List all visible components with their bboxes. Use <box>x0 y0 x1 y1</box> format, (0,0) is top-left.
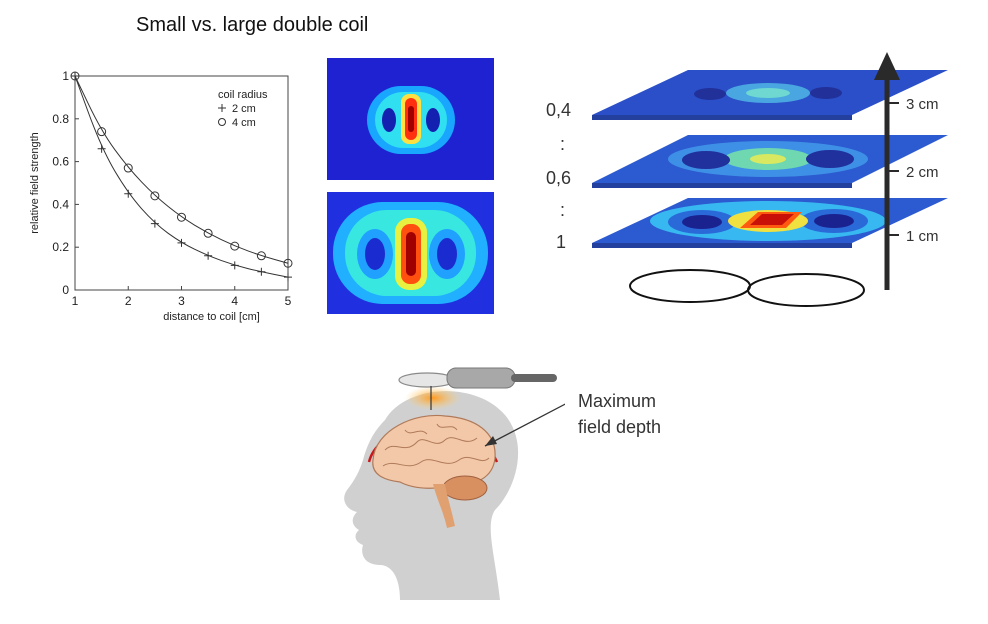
data-point <box>150 191 160 201</box>
data-point <box>97 144 106 153</box>
scale-value-0-4: 0,4 <box>546 100 572 120</box>
data-point <box>123 163 133 173</box>
depth-label-2cm: 2 cm <box>906 164 939 181</box>
y-tick-label: 0.4 <box>52 197 69 211</box>
data-point <box>230 241 240 251</box>
data-point <box>150 219 159 228</box>
legend-entry: 2 cm <box>232 103 256 115</box>
coil-left <box>629 269 751 303</box>
series-line-1 <box>74 75 289 264</box>
scale-separator: : <box>560 200 566 220</box>
plane-3cm <box>592 70 948 120</box>
depth-label-1cm: 1 cm <box>906 228 939 245</box>
y-tick-label: 0 <box>62 283 69 297</box>
heatmap-large-coil <box>327 192 494 314</box>
x-tick-label: 1 <box>72 294 79 308</box>
data-point <box>284 273 292 282</box>
scale-value-0-6: 0,6 <box>546 168 572 188</box>
annotation-line-2: field depth <box>578 417 662 437</box>
legend-marker <box>218 104 226 112</box>
y-tick-label: 0.6 <box>52 155 69 169</box>
annotation-arrow <box>484 403 565 447</box>
x-tick-label: 2 <box>125 294 132 308</box>
field-strength-chart: 1 2 3 4 5 0 0.2 0.4 0.6 0.8 1 distance to coil [cm]… <box>29 69 293 323</box>
data-point <box>257 267 266 276</box>
heatmap-small-coil <box>327 58 494 180</box>
data-point <box>230 261 239 270</box>
data-point <box>283 258 293 268</box>
x-axis-label: distance to coil [cm] <box>163 311 260 323</box>
y-axis-label: relative field strength <box>29 132 41 234</box>
data-point <box>70 71 80 81</box>
series-line-0 <box>74 75 289 278</box>
depth-stack-diagram: 3 cm 2 cm 1 cm <box>592 52 948 307</box>
legend-entry: 4 cm <box>232 117 256 129</box>
x-tick-label: 5 <box>285 294 292 308</box>
depth-arrow-head <box>874 52 900 80</box>
y-tick-label: 0.8 <box>52 112 69 126</box>
scale-separator: : <box>560 134 566 154</box>
annotation-line-1: Maximum <box>578 391 657 411</box>
legend-title: coil radius <box>218 89 268 101</box>
data-point <box>124 189 133 198</box>
data-point <box>256 251 266 261</box>
y-tick-label: 1 <box>62 69 69 83</box>
coil-right <box>747 273 865 307</box>
x-tick-label: 3 <box>178 294 185 308</box>
head-illustration <box>344 367 565 600</box>
data-point <box>203 228 213 238</box>
x-tick-label: 4 <box>231 294 238 308</box>
data-point <box>177 212 186 222</box>
depth-label-3cm: 3 cm <box>906 96 939 113</box>
data-point <box>177 238 186 247</box>
y-tick-label: 0.2 <box>52 240 69 254</box>
data-point <box>204 251 213 260</box>
brain-icon <box>372 414 496 489</box>
data-point <box>97 127 107 137</box>
annotation-text: Maximum field depth <box>578 388 661 440</box>
plot-frame <box>74 75 289 291</box>
figure-title: Small vs. large double coil <box>136 14 369 36</box>
legend-marker <box>218 118 226 126</box>
scale-value-1: 1 <box>556 232 567 252</box>
plane-1cm <box>592 198 948 248</box>
plane-2cm <box>592 135 948 188</box>
